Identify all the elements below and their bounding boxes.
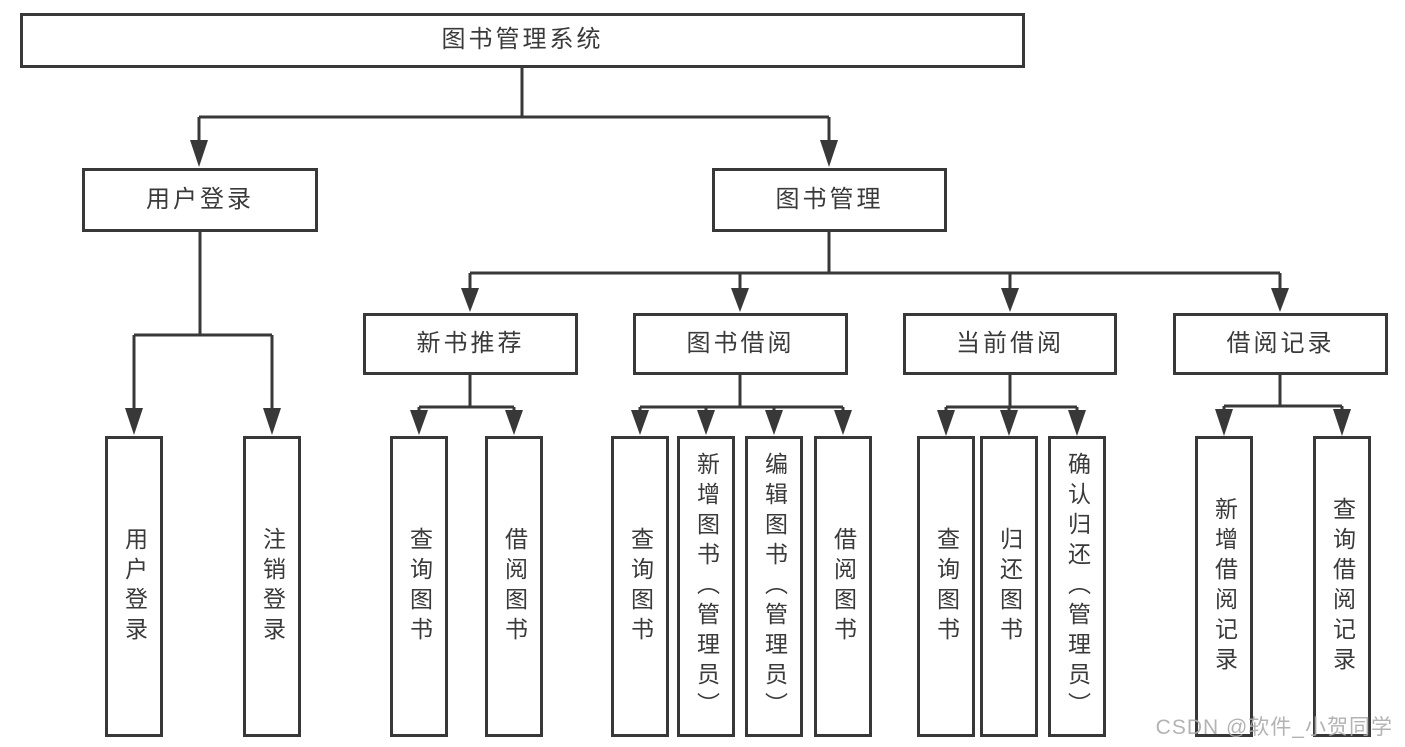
leaf-current-confirm-return-admin: 确认归还（管理员） bbox=[1048, 436, 1106, 737]
node-book-borrowing: 图书借阅 bbox=[633, 313, 848, 375]
connector-root-to-level2 bbox=[190, 68, 838, 167]
node-new-book-recommend: 新书推荐 bbox=[363, 313, 578, 375]
leaf-records-add-record: 新增借阅记录 bbox=[1195, 436, 1253, 737]
leaf-user-login: 用户登录 bbox=[105, 436, 163, 737]
leaf-logout: 注销登录 bbox=[243, 436, 301, 737]
node-root: 图书管理系统 bbox=[20, 13, 1025, 68]
leaf-records-query-record: 查询借阅记录 bbox=[1313, 436, 1371, 737]
node-current-borrowing: 当前借阅 bbox=[903, 313, 1117, 375]
leaf-recommend-query-books: 查询图书 bbox=[390, 436, 448, 737]
leaf-current-query-books: 查询图书 bbox=[917, 436, 975, 737]
csdn-watermark: CSDN @软件_小贺同学 bbox=[1155, 716, 1393, 739]
leaf-borrowing-edit-book-admin: 编辑图书（管理员） bbox=[745, 436, 803, 737]
connector-book-borrowing-children bbox=[631, 375, 852, 435]
leaf-borrowing-borrow-books: 借阅图书 bbox=[814, 436, 872, 737]
node-user-login: 用户登录 bbox=[82, 168, 318, 232]
node-book-management: 图书管理 bbox=[712, 168, 947, 232]
connector-borrowing-records-children bbox=[1215, 375, 1351, 436]
connector-new-book-children bbox=[410, 375, 523, 435]
leaf-current-return-books: 归还图书 bbox=[980, 436, 1038, 737]
connector-user-login-children bbox=[125, 232, 281, 435]
connector-book-management-children bbox=[461, 232, 1289, 312]
connector-current-borrowing-children bbox=[937, 375, 1086, 436]
leaf-recommend-borrow-books: 借阅图书 bbox=[485, 436, 543, 737]
leaf-borrowing-query-books: 查询图书 bbox=[611, 436, 669, 737]
node-borrowing-records: 借阅记录 bbox=[1173, 313, 1388, 375]
leaf-borrowing-add-book-admin: 新增图书（管理员） bbox=[677, 436, 735, 737]
